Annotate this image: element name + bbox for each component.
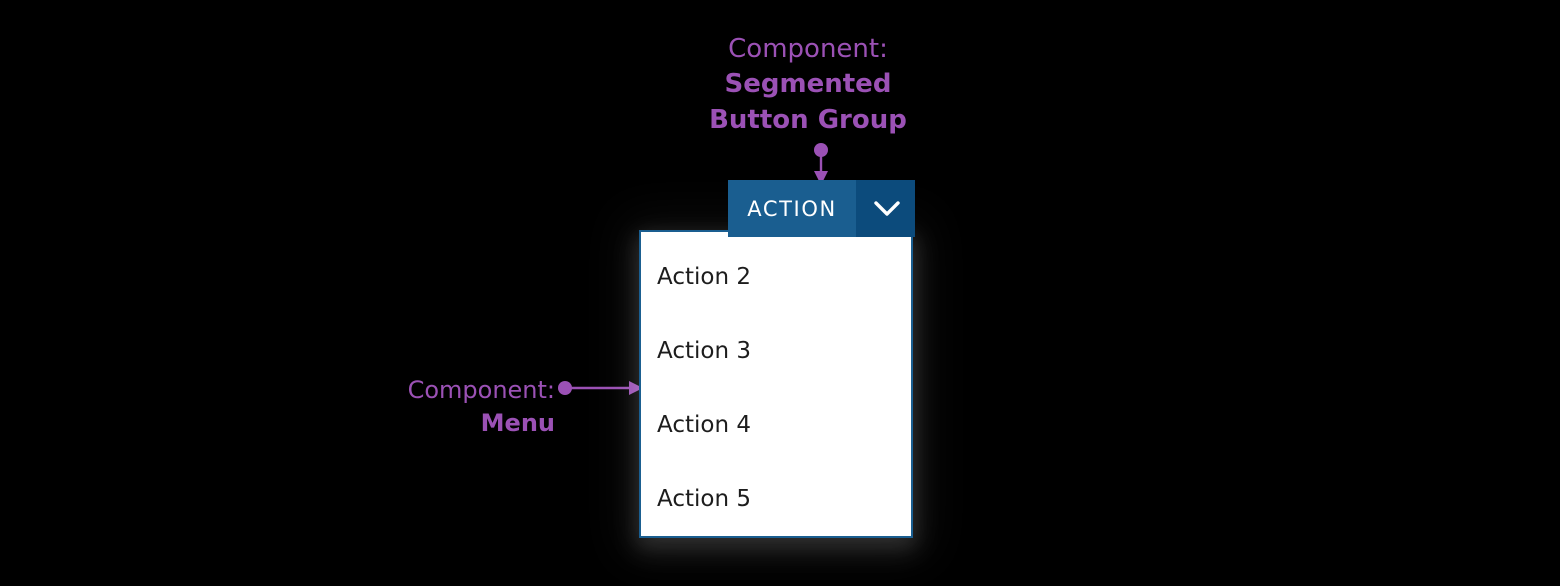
dropdown-toggle-button[interactable] <box>858 180 915 237</box>
annotation-connector-down-arrow <box>814 143 828 185</box>
menu-panel[interactable]: Action 2 Action 3 Action 4 Action 5 <box>639 230 913 538</box>
menu-item[interactable]: Action 5 <box>657 486 751 512</box>
annotation-lead-label: Component: <box>407 376 555 404</box>
annotation-component-name-line1: Segmented <box>724 69 892 100</box>
action-button[interactable]: ACTION <box>728 180 856 237</box>
segment-divider <box>856 180 858 237</box>
annotation-connector-right-arrow <box>558 381 643 395</box>
menu-item[interactable]: Action 3 <box>657 338 751 364</box>
segmented-button-group[interactable]: ACTION <box>728 180 915 237</box>
annotation-segmented-button-group: Component: Segmented Button Group <box>598 32 1018 138</box>
annotation-menu: Component: Menu <box>270 374 555 439</box>
annotation-lead-label: Component: <box>728 34 888 64</box>
menu-item[interactable]: Action 4 <box>657 412 751 438</box>
chevron-down-icon <box>873 200 900 217</box>
annotation-component-name-line2: Button Group <box>709 104 907 135</box>
menu-list: Action 2 Action 3 Action 4 Action 5 <box>641 232 911 536</box>
annotation-component-name-line1: Menu <box>480 408 555 437</box>
menu-item[interactable]: Action 2 <box>657 264 751 290</box>
